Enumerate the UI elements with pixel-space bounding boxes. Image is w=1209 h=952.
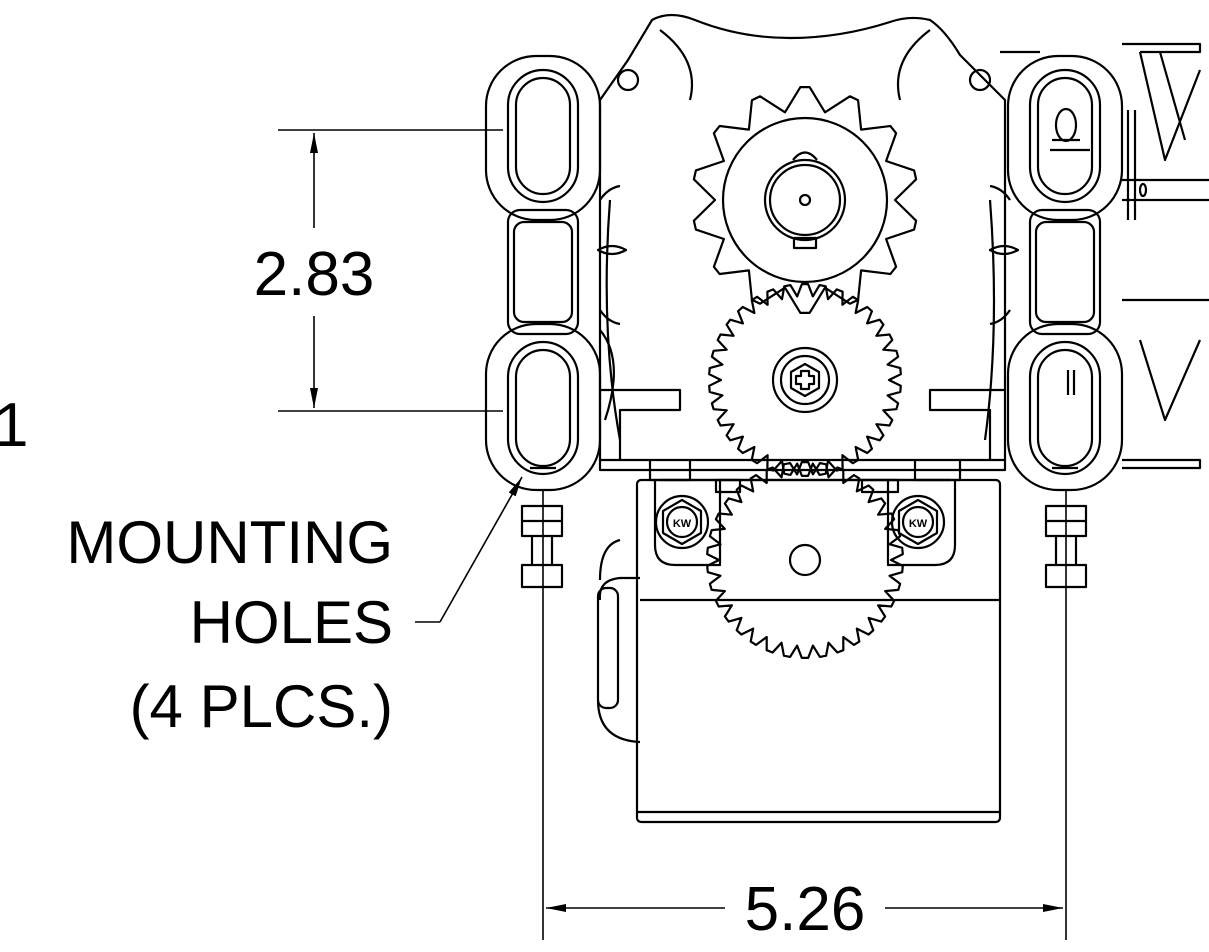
mounting-hole-upper-left	[506, 68, 580, 204]
right-angle-bracket	[913, 388, 1005, 482]
dimension-label-vertical: 2.83	[254, 240, 375, 309]
mounting-hole-upper-right	[1028, 68, 1102, 204]
callout-leader	[415, 476, 523, 623]
right-frame-assembly	[1000, 42, 1209, 470]
dimension-label-partial: 1	[0, 391, 28, 460]
dimension-label-horizontal: 5.26	[745, 875, 866, 944]
left-kw-bolt	[654, 494, 710, 550]
left-mounting-bracket	[484, 54, 615, 492]
right-mounting-bracket	[1006, 54, 1124, 492]
mounting-hole-lower-right	[1028, 340, 1102, 476]
dimension-horizontal-5-26	[542, 490, 1067, 940]
dimension-vertical-2-83	[278, 129, 503, 412]
right-bolt-marking: KW	[909, 518, 928, 530]
motor-pinion-gear	[706, 461, 904, 660]
left-bolt-marking: KW	[673, 518, 692, 530]
drive-sprocket	[692, 85, 918, 314]
gearbox-plate	[598, 13, 1007, 472]
left-stud-nuts	[520, 504, 564, 589]
intermediate-gear	[708, 283, 902, 477]
callout-mounting-line: MOUNTING	[66, 509, 393, 576]
right-kw-bolt	[890, 494, 946, 550]
mounting-hole-lower-left	[506, 340, 580, 476]
motor-bracket-plate	[653, 478, 957, 567]
callout-plcs-line: (4 PLCS.)	[130, 673, 393, 740]
plate-screws	[596, 184, 1020, 326]
callout-holes-line: HOLES	[190, 589, 393, 656]
